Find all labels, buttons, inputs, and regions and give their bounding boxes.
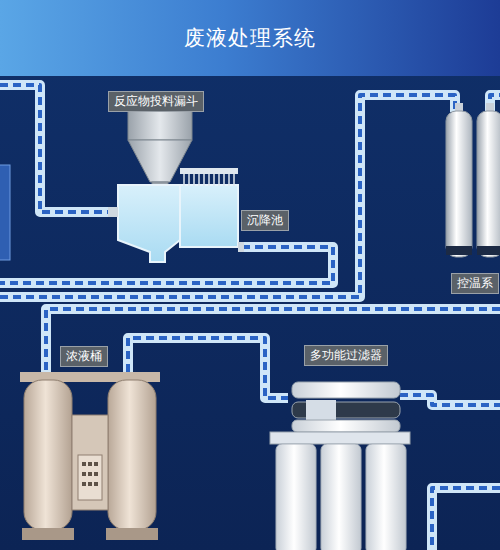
settling-tank <box>108 168 244 262</box>
temperature-cylinders <box>446 103 500 257</box>
equipment-label: 沉降池 <box>247 213 283 227</box>
label-box: 控温系 <box>451 273 499 294</box>
equipment-label: 反应物投料漏斗 <box>114 94 198 108</box>
title-bar: 废液处理系统 <box>0 0 500 76</box>
page-title: 废液处理系统 <box>184 24 316 52</box>
multi-filter <box>270 382 410 550</box>
label-box: 浓液桶 <box>60 346 108 367</box>
label-box: 多功能过滤器 <box>304 345 388 366</box>
feed-funnel <box>128 110 192 194</box>
equipment-label: 控温系 <box>457 276 493 290</box>
equipment-label: 浓液桶 <box>66 349 102 363</box>
label-box: 反应物投料漏斗 <box>108 91 204 112</box>
pipes <box>0 85 500 550</box>
side-panel <box>0 165 10 260</box>
label-box: 沉降池 <box>241 210 289 231</box>
concentrate-tanks <box>20 372 160 540</box>
equipment-label: 多功能过滤器 <box>310 348 382 362</box>
